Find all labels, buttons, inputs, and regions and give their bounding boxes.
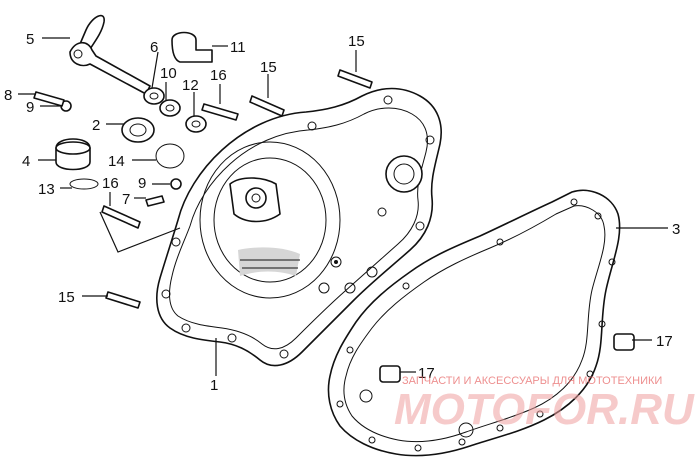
callout-15a: 15 bbox=[260, 59, 277, 76]
kick-lever bbox=[69, 14, 151, 95]
callout-8: 8 bbox=[4, 87, 12, 104]
callout-12: 12 bbox=[182, 77, 199, 94]
callout-1: 1 bbox=[210, 377, 218, 394]
callout-4: 4 bbox=[22, 153, 30, 170]
crankcase-cover bbox=[156, 87, 442, 367]
callout-7: 7 bbox=[122, 191, 130, 208]
callout-6: 6 bbox=[150, 39, 158, 56]
gasket bbox=[327, 189, 621, 457]
callout-14: 14 bbox=[108, 153, 125, 170]
callout-10: 10 bbox=[160, 65, 177, 82]
callout-2: 2 bbox=[92, 117, 100, 134]
watermark-text: ЗАПЧАСТИ И АКСЕССУАРЫ ДЛЯ МОТОТЕХНИКИ bbox=[402, 375, 662, 387]
callout-16b: 16 bbox=[102, 175, 119, 192]
callout-17a: 17 bbox=[656, 333, 673, 350]
callout-3: 3 bbox=[672, 221, 680, 238]
watermark: MOTOFOR.RU ЗАПЧАСТИ И АКСЕССУАРЫ ДЛЯ МОТ… bbox=[394, 375, 695, 434]
callout-11: 11 bbox=[230, 39, 246, 56]
callout-17b: 17 bbox=[418, 365, 435, 382]
watermark-logo: MOTOFOR.RU bbox=[394, 385, 695, 434]
callout-15b: 15 bbox=[348, 33, 365, 50]
callout-5: 5 bbox=[26, 31, 34, 48]
callout-9b: 9 bbox=[138, 175, 146, 192]
small-parts bbox=[33, 31, 635, 383]
callout-15c: 15 bbox=[58, 289, 75, 306]
callout-16a: 16 bbox=[210, 67, 227, 84]
leader-lines bbox=[18, 37, 668, 376]
callouts: 5 6 11 10 12 16 15 15 8 9 2 4 14 13 16 9… bbox=[4, 31, 680, 394]
callout-9a: 9 bbox=[26, 99, 34, 116]
callout-13: 13 bbox=[38, 181, 55, 198]
